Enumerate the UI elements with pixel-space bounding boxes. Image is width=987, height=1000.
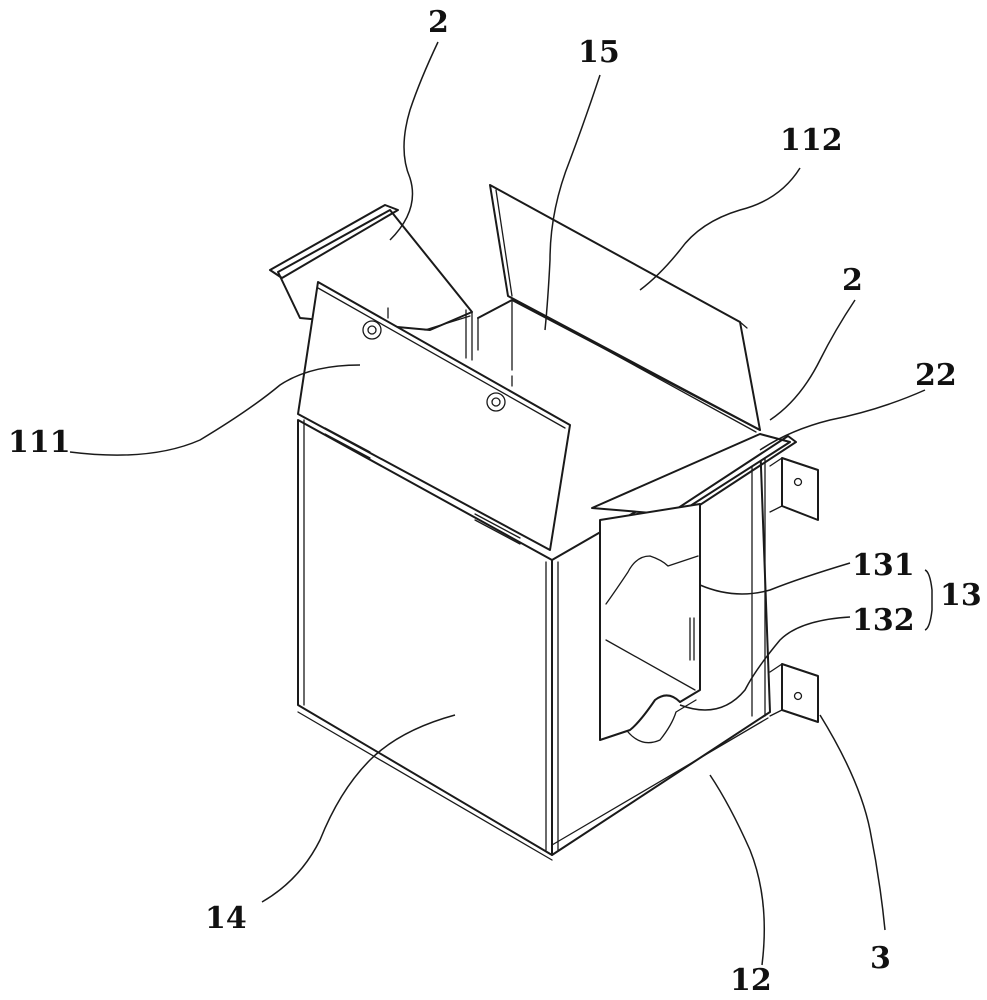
label-132: 132 <box>852 603 915 638</box>
inner-cavity <box>477 295 761 433</box>
knob-lower <box>486 392 506 412</box>
label-22: 22 <box>915 358 957 393</box>
label-3: 3 <box>870 941 891 976</box>
label-12: 12 <box>730 963 772 998</box>
label-112: 112 <box>780 123 843 158</box>
label-131: 131 <box>852 548 915 583</box>
label-2-upper-left: 2 <box>428 5 449 40</box>
mounting-bracket-upper <box>769 457 819 521</box>
label-2-right: 2 <box>842 263 863 298</box>
knob-upper <box>362 320 382 340</box>
side-opening <box>599 503 701 744</box>
label-15: 15 <box>578 35 620 70</box>
mounting-bracket-lower <box>769 663 819 723</box>
label-13: 13 <box>940 578 982 613</box>
leader-lines <box>69 41 933 966</box>
label-111: 111 <box>8 425 71 460</box>
label-14: 14 <box>205 901 247 936</box>
right-door-panel <box>489 184 761 431</box>
labels: 2 15 112 2 22 111 131 13 132 14 12 3 <box>8 5 982 998</box>
left-door-panel <box>297 281 571 551</box>
